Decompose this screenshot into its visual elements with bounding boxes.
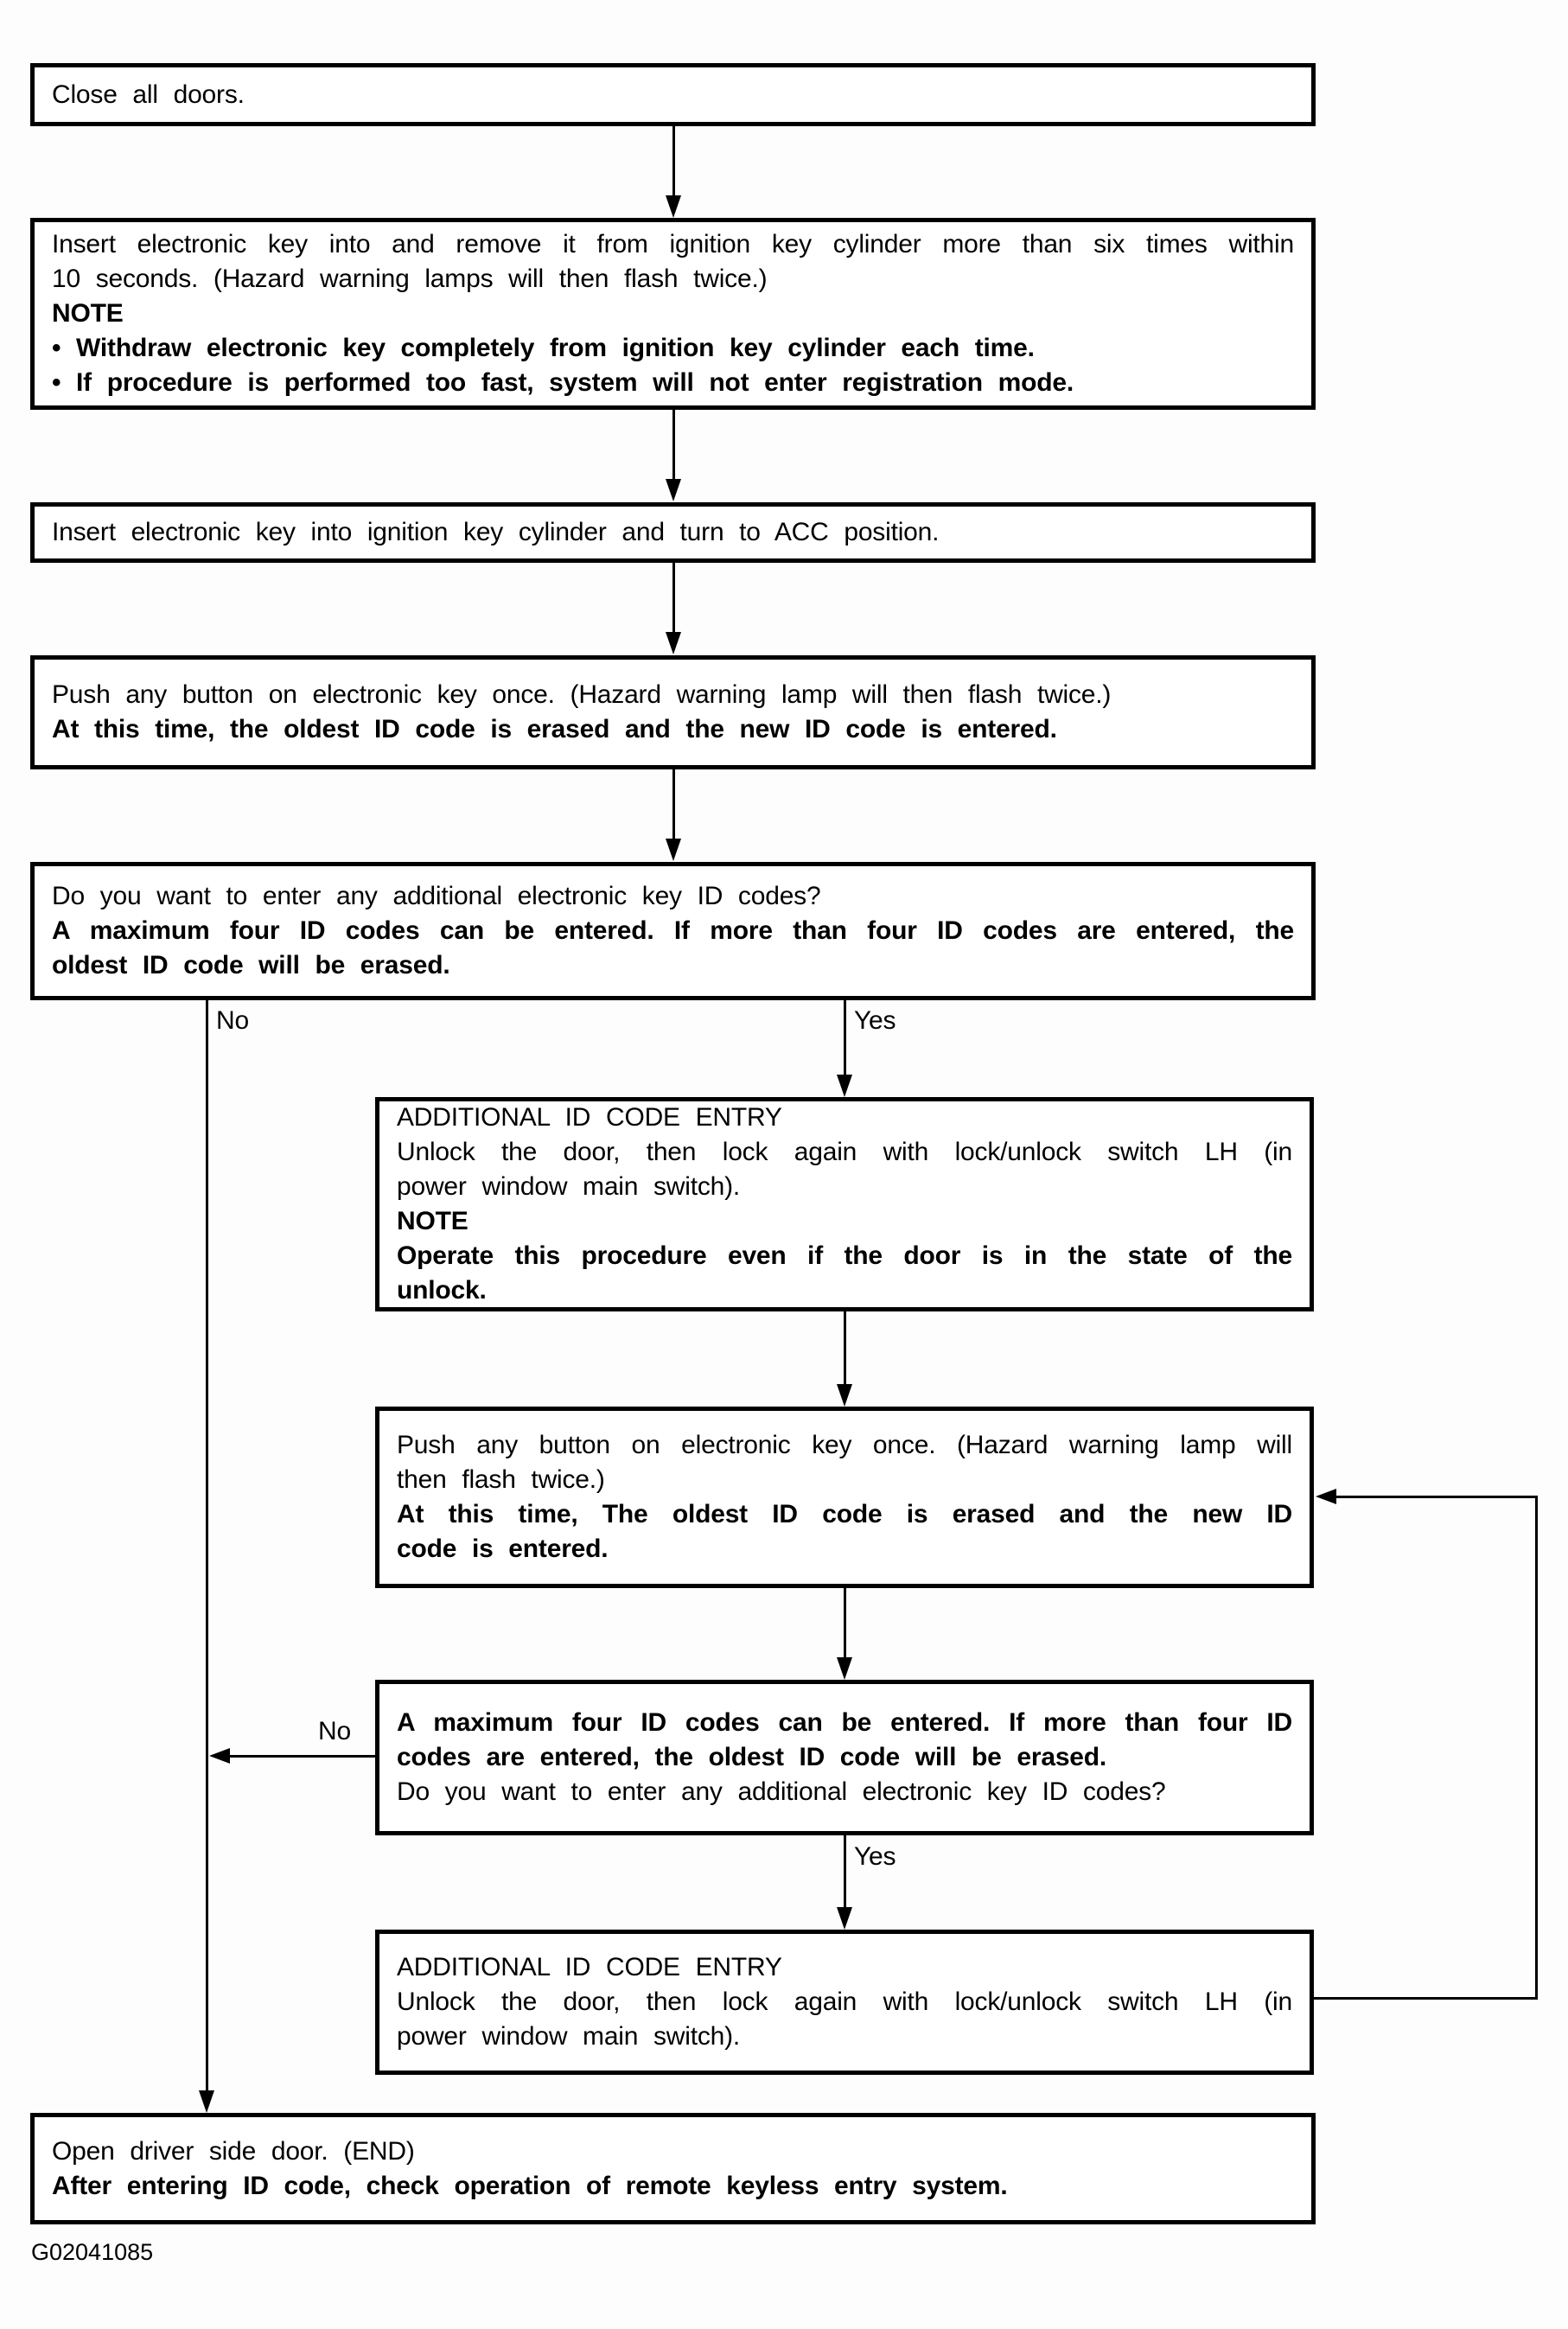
flow-text-line: oldest ID code will be erased.	[52, 951, 450, 979]
flow-text-line: ADDITIONAL ID CODE ENTRY	[397, 1953, 782, 1981]
flow-text-line: NOTE	[52, 299, 124, 328]
arrow-down-icon	[666, 195, 681, 218]
flow-text-line: codes are entered, the oldest ID code wi…	[397, 1743, 1107, 1771]
flow-text-line: After entering ID code, check operation …	[52, 2171, 1008, 2200]
flow-text-line: Insert electronic key into and remove it…	[52, 230, 1294, 258]
arrow-down-icon	[837, 1075, 852, 1097]
branch-label-no: No	[216, 1006, 249, 1035]
flow-text-line: Insert electronic key into ignition key …	[52, 518, 940, 546]
figure-id-label: G02041085	[31, 2239, 154, 2265]
flow-box-acc-position: Insert electronic key into ignition key …	[30, 502, 1316, 563]
connector-yes-branch-line	[844, 1000, 846, 1076]
flow-box-additional-entry-repeat: ADDITIONAL ID CODE ENTRY Unlock the door…	[375, 1930, 1314, 2075]
flow-box-additional-question-repeat: A maximum four ID codes can be entered. …	[375, 1680, 1314, 1835]
connector-no-branch-line	[206, 1000, 208, 2092]
flow-text-line: At this time, The oldest ID code is eras…	[397, 1500, 1292, 1528]
flow-text-line: power window main switch).	[397, 1172, 741, 1201]
flow-text-line: code is entered.	[397, 1535, 609, 1563]
flow-text-line: • If procedure is performed too fast, sy…	[52, 368, 1074, 397]
flow-text-line: At this time, the oldest ID code is eras…	[52, 715, 1057, 743]
connector-line	[844, 1588, 846, 1659]
flow-text-line: Do you want to enter any additional elec…	[397, 1777, 1166, 1806]
branch-label-no: No	[318, 1717, 351, 1745]
flow-box-push-button-first: Push any button on electronic key once. …	[30, 655, 1316, 769]
arrow-down-icon	[666, 479, 681, 501]
flow-box-close-doors: Close all doors.	[30, 63, 1316, 126]
connector-line	[844, 1311, 846, 1386]
flow-text-line: Do you want to enter any additional elec…	[52, 882, 821, 910]
connector-line	[672, 410, 675, 481]
flow-text-line: Unlock the door, then lock again with lo…	[397, 1988, 1292, 2016]
flow-text-line: Close all doors.	[52, 80, 245, 109]
arrow-down-icon	[837, 1384, 852, 1407]
connector-line	[672, 563, 675, 634]
arrow-down-icon	[666, 839, 681, 861]
flow-text-line: Open driver side door. (END)	[52, 2136, 415, 2166]
flow-box-open-door-end: Open driver side door. (END) After enter…	[30, 2113, 1316, 2224]
arrow-down-icon	[666, 632, 681, 654]
connector-line	[672, 769, 675, 840]
flow-text-line: Push any button on electronic key once. …	[397, 1431, 1292, 1459]
flow-box-additional-question-first: Do you want to enter any additional elec…	[30, 862, 1316, 1000]
flow-text-line: Push any button on electronic key once. …	[52, 680, 1112, 709]
flow-text-line: 10 seconds. (Hazard warning lamps will t…	[52, 265, 768, 293]
connector-line	[672, 126, 675, 197]
feedback-loop-line-vertical	[1535, 1496, 1538, 2000]
flow-text-line: unlock.	[397, 1276, 487, 1305]
feedback-loop-line-bottom	[1312, 1997, 1538, 2000]
arrow-left-icon	[1316, 1489, 1336, 1504]
flow-text-line: A maximum four ID codes can be entered. …	[52, 916, 1294, 945]
arrow-down-icon	[837, 1907, 852, 1930]
connector-yes-branch-line	[844, 1835, 846, 1909]
feedback-loop-line-top	[1336, 1496, 1537, 1498]
flow-text-line: • Withdraw electronic key completely fro…	[52, 334, 1035, 362]
flow-text-line: power window main switch).	[397, 2022, 741, 2051]
flow-text-line: Operate this procedure even if the door …	[397, 1241, 1292, 1270]
connector-no-branch-line	[228, 1755, 375, 1758]
flow-box-push-button-repeat: Push any button on electronic key once. …	[375, 1407, 1314, 1588]
arrow-left-icon	[209, 1748, 230, 1764]
flow-box-additional-entry-first: ADDITIONAL ID CODE ENTRY Unlock the door…	[375, 1097, 1314, 1311]
branch-label-yes: Yes	[854, 1006, 896, 1035]
branch-label-yes: Yes	[854, 1842, 896, 1871]
flow-box-registration-mode: Insert electronic key into and remove it…	[30, 218, 1316, 410]
flow-text-line: Unlock the door, then lock again with lo…	[397, 1138, 1292, 1166]
flow-text-line: ADDITIONAL ID CODE ENTRY	[397, 1103, 782, 1132]
arrow-down-icon	[837, 1657, 852, 1680]
flow-text-line: then flash twice.)	[397, 1465, 605, 1494]
flow-text-line: NOTE	[397, 1207, 468, 1235]
arrow-down-icon	[199, 2090, 214, 2113]
flow-text-line: A maximum four ID codes can be entered. …	[397, 1708, 1292, 1737]
